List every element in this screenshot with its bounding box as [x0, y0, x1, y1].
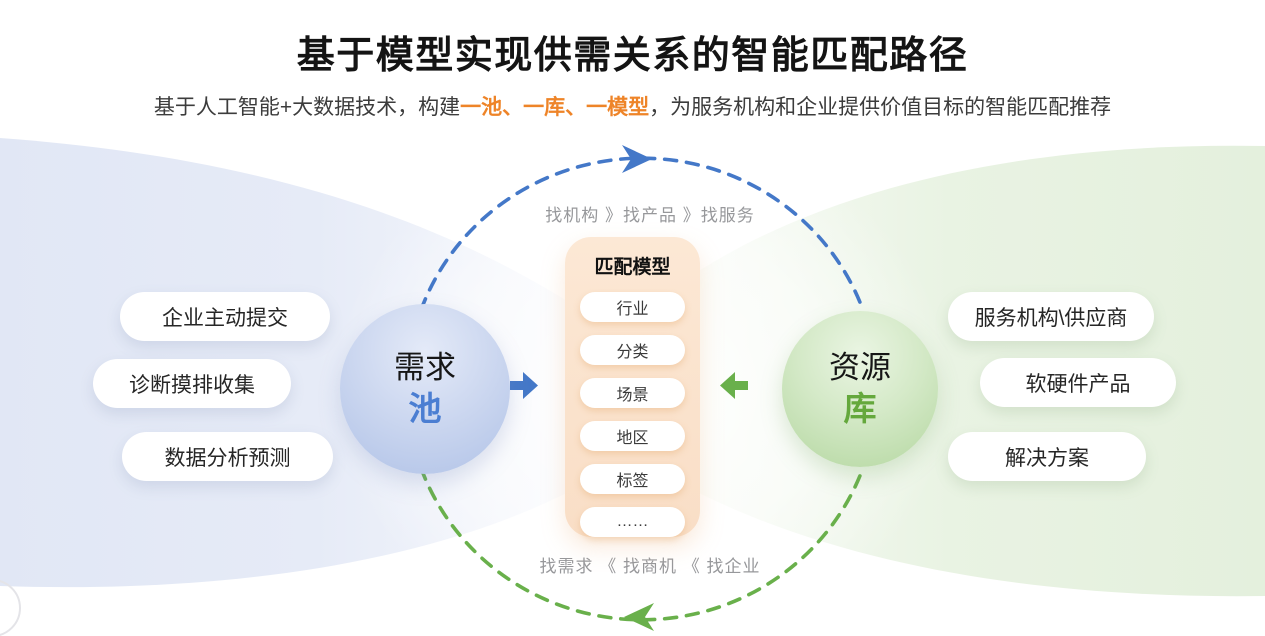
demand-to-model-arrow-icon [510, 372, 538, 399]
subtitle-pre: 基于人工智能+大数据技术，构建 [153, 96, 461, 119]
resource-library-line2: 库 [843, 389, 877, 427]
resource-pill-service-suppliers: 服务机构\供应商 [948, 292, 1154, 341]
model-pill-more: …… [580, 507, 685, 537]
resource-to-model-arrow-icon [720, 372, 748, 399]
subtitle-highlight: 一池、一库、一模型 [460, 96, 650, 119]
page-subtitle: 基于人工智能+大数据技术，构建一池、一库、一模型，为服务机构和企业提供价值目标的… [0, 91, 1265, 121]
demand-pill-enterprise-submit: 企业主动提交 [120, 292, 330, 341]
demand-pool-line1: 需求 [394, 350, 456, 385]
demand-pool-circle: 需求 池 [340, 304, 510, 474]
subtitle-post: ，为服务机构和企业提供价值目标的智能匹配推荐 [649, 96, 1112, 119]
demand-pill-data-analysis: 数据分析预测 [122, 432, 333, 481]
demand-pool-line2: 池 [408, 389, 442, 427]
model-pill-tag: 标签 [580, 464, 685, 494]
matching-model-box: 匹配模型 行业 分类 场景 地区 标签 …… [565, 237, 700, 537]
resource-pill-software-hardware: 软硬件产品 [980, 358, 1176, 407]
page-title: 基于模型实现供需关系的智能匹配路径 [296, 35, 969, 77]
model-pill-industry: 行业 [580, 292, 685, 322]
bottom-flow-arrowhead-icon [624, 603, 654, 631]
resource-pill-solutions: 解决方案 [948, 432, 1146, 481]
top-flow-arrowhead-icon [622, 145, 652, 173]
bottom-flow-label: 找需求 《 找商机 《 找企业 [539, 557, 761, 576]
model-pill-scenario: 场景 [580, 378, 685, 408]
top-flow-label: 找机构 》找产品 》找服务 [545, 206, 755, 225]
demand-pill-diagnosis-collect: 诊断摸排收集 [93, 359, 291, 408]
decorative-circle [0, 580, 21, 636]
matching-model-pill-list: 行业 分类 场景 地区 标签 …… [580, 292, 685, 537]
resource-library-circle: 资源 库 [782, 311, 938, 467]
model-pill-category: 分类 [580, 335, 685, 365]
resource-library-line1: 资源 [829, 350, 891, 385]
model-pill-region: 地区 [580, 421, 685, 451]
matching-model-title: 匹配模型 [594, 257, 671, 278]
